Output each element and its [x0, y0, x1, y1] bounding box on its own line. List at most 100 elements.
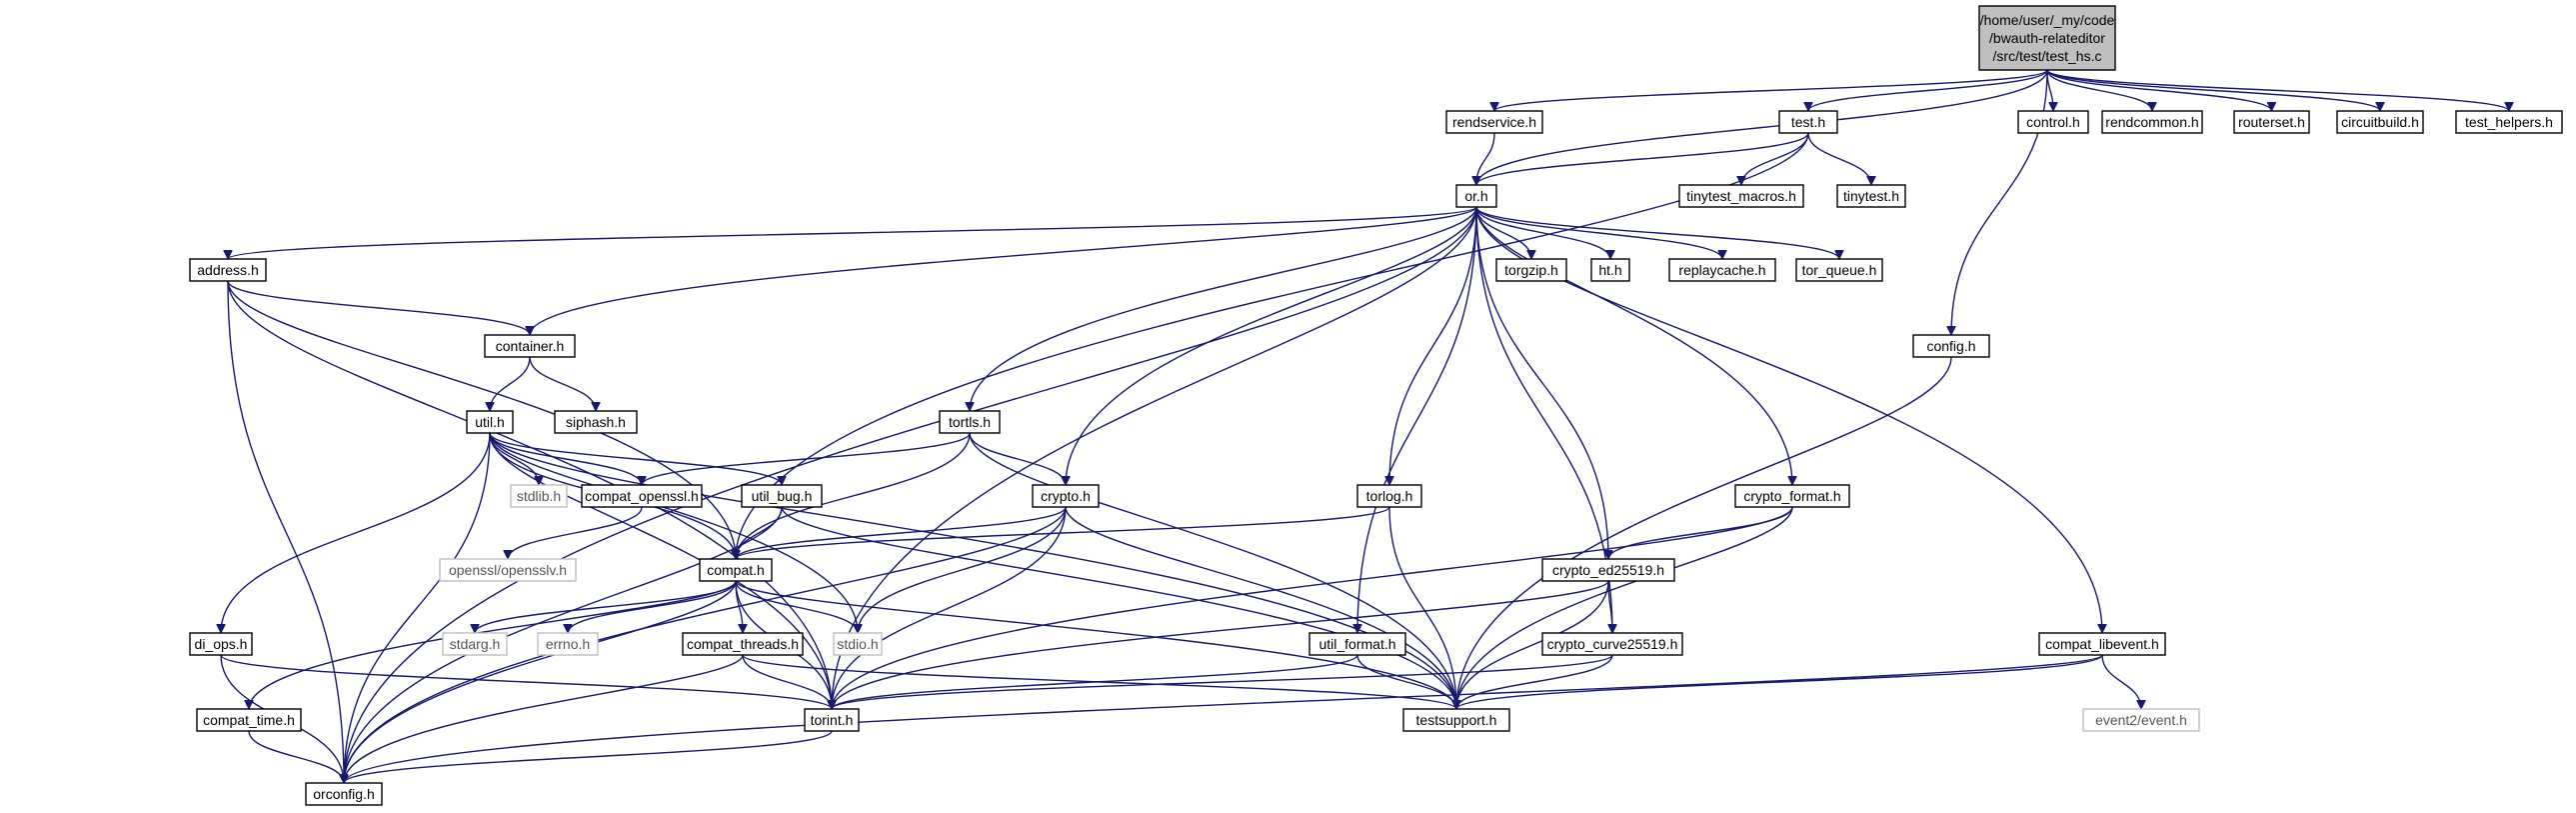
node-circuitbuild[interactable]: circuitbuild.h	[2336, 110, 2424, 134]
edge-compat-to-orconfig	[344, 580, 737, 783]
node-replaycache[interactable]: replaycache.h	[1668, 258, 1776, 282]
node-opensslv[interactable]: openssl/opensslv.h	[439, 558, 577, 582]
node-compat_libevent[interactable]: compat_libevent.h	[2038, 632, 2166, 656]
node-event2_event[interactable]: event2/event.h	[2082, 708, 2200, 732]
edge-test-to-compat	[736, 132, 1809, 559]
node-label-root-1: /bwauth-relateditor	[1989, 30, 2105, 46]
node-rendservice[interactable]: rendservice.h	[1445, 110, 1543, 134]
node-label-crypto: crypto.h	[1041, 488, 1091, 504]
node-testsupport[interactable]: testsupport.h	[1402, 708, 1510, 732]
edge-crypto_format-to-testsupport	[1456, 506, 1793, 709]
node-box-tor_queue	[1795, 258, 1883, 282]
node-torlog[interactable]: torlog.h	[1356, 484, 1422, 508]
edge-test-to-tinytest	[1807, 132, 1871, 186]
node-ht[interactable]: ht.h	[1590, 258, 1630, 282]
node-box-torint	[804, 708, 860, 732]
node-box-util_format	[1308, 632, 1406, 656]
node-crypto[interactable]: crypto.h	[1032, 484, 1100, 508]
node-errno[interactable]: errno.h	[537, 632, 599, 656]
node-compat_threads[interactable]: compat_threads.h	[682, 632, 804, 656]
node-control[interactable]: control.h	[2017, 110, 2089, 134]
node-box-stdio	[833, 632, 883, 656]
edge-compat_libevent-to-testsupport	[1456, 654, 2103, 710]
node-crypto_format[interactable]: crypto_format.h	[1734, 484, 1850, 508]
node-tor_queue[interactable]: tor_queue.h	[1795, 258, 1883, 282]
node-siphash[interactable]: siphash.h	[554, 410, 638, 434]
edge-compat-to-stdio	[735, 580, 858, 634]
node-util_bug[interactable]: util_bug.h	[741, 484, 823, 508]
node-stdlib[interactable]: stdlib.h	[510, 484, 568, 508]
edge-or-to-replaycache	[1475, 206, 1722, 260]
node-routerset[interactable]: routerset.h	[2233, 110, 2310, 134]
node-label-stdarg: stdarg.h	[450, 636, 501, 652]
node-di_ops[interactable]: di_ops.h	[189, 632, 253, 656]
node-test[interactable]: test.h	[1778, 110, 1838, 134]
node-label-event2_event: event2/event.h	[2095, 712, 2187, 728]
edge-root-to-circuitbuild	[2046, 69, 2380, 112]
node-crypto_ed25519[interactable]: crypto_ed25519.h	[1541, 558, 1675, 582]
node-box-routerset	[2233, 110, 2310, 134]
node-tinytest_macros[interactable]: tinytest_macros.h	[1678, 184, 1804, 208]
node-label-tortls: tortls.h	[949, 414, 991, 430]
node-config[interactable]: config.h	[1912, 334, 1990, 358]
node-box-crypto	[1032, 484, 1100, 508]
edge-util-to-di_ops	[221, 432, 491, 633]
edge-or-to-crypto_ed25519	[1475, 206, 1608, 559]
node-orconfig[interactable]: orconfig.h	[305, 782, 383, 806]
node-root[interactable]: /home/user/_my/code/bwauth-relateditor/s…	[1978, 5, 2116, 71]
node-or[interactable]: or.h	[1455, 184, 1497, 208]
edge-or-to-torlog	[1389, 206, 1477, 485]
node-box-circuitbuild	[2336, 110, 2424, 134]
node-box-rendservice	[1445, 110, 1543, 134]
node-label-orconfig: orconfig.h	[313, 786, 374, 802]
node-label-control: control.h	[2026, 114, 2080, 130]
edge-container-to-siphash	[529, 356, 596, 412]
node-stdio[interactable]: stdio.h	[833, 632, 883, 656]
edge-root-to-rendservice	[1494, 69, 2048, 112]
node-rendcommon[interactable]: rendcommon.h	[2101, 110, 2203, 134]
node-label-crypto_ed25519: crypto_ed25519.h	[1552, 562, 1664, 578]
node-compat_time[interactable]: compat_time.h	[196, 708, 302, 732]
node-label-tor_queue: tor_queue.h	[1802, 262, 1877, 278]
node-util[interactable]: util.h	[466, 410, 514, 434]
node-label-rendservice: rendservice.h	[1452, 114, 1536, 130]
node-label-tinytest: tinytest.h	[1843, 188, 1899, 204]
node-container[interactable]: container.h	[484, 334, 576, 358]
node-address[interactable]: address.h	[189, 258, 267, 282]
node-label-container: container.h	[496, 338, 565, 354]
node-crypto_curve25519[interactable]: crypto_curve25519.h	[1541, 632, 1683, 656]
edge-or-to-compat_libevent	[1475, 206, 2102, 633]
node-tinytest[interactable]: tinytest.h	[1836, 184, 1906, 208]
edge-crypto-to-orconfig	[344, 506, 1067, 783]
edge-crypto_curve25519-to-torint	[832, 654, 1613, 710]
node-label-compat_openssl: compat_openssl.h	[585, 488, 699, 504]
edge-or-to-util_format	[1357, 206, 1477, 633]
node-box-container	[484, 334, 576, 358]
edge-tortls-to-compat	[736, 432, 971, 559]
edge-crypto_ed25519-to-testsupport	[1456, 580, 1609, 709]
node-stdarg[interactable]: stdarg.h	[442, 632, 508, 656]
node-box-compat_threads	[682, 632, 804, 656]
node-box-address	[189, 258, 267, 282]
node-torint[interactable]: torint.h	[804, 708, 860, 732]
node-label-replaycache: replaycache.h	[1678, 262, 1765, 278]
edge-address-to-container	[227, 280, 530, 336]
node-label-or: or.h	[1464, 188, 1487, 204]
node-compat_openssl[interactable]: compat_openssl.h	[581, 484, 703, 508]
node-label-siphash: siphash.h	[566, 414, 626, 430]
node-compat[interactable]: compat.h	[699, 558, 773, 582]
node-box-util	[466, 410, 514, 434]
node-util_format[interactable]: util_format.h	[1308, 632, 1406, 656]
node-box-ht	[1590, 258, 1630, 282]
edge-or-to-ht	[1475, 206, 1610, 260]
node-box-compat	[699, 558, 773, 582]
node-label-compat_libevent: compat_libevent.h	[2045, 636, 2159, 652]
node-label-torgzip: torgzip.h	[1504, 262, 1558, 278]
node-test_helpers[interactable]: test_helpers.h	[2455, 110, 2563, 134]
node-torgzip[interactable]: torgzip.h	[1495, 258, 1567, 282]
node-tortls[interactable]: tortls.h	[939, 410, 1001, 434]
edge-compat_libevent-to-event2_event	[2101, 654, 2141, 710]
edge-compat_openssl-to-opensslv	[508, 506, 643, 560]
edge-container-to-util	[490, 356, 531, 412]
edge-torlog-to-testsupport	[1388, 506, 1456, 709]
